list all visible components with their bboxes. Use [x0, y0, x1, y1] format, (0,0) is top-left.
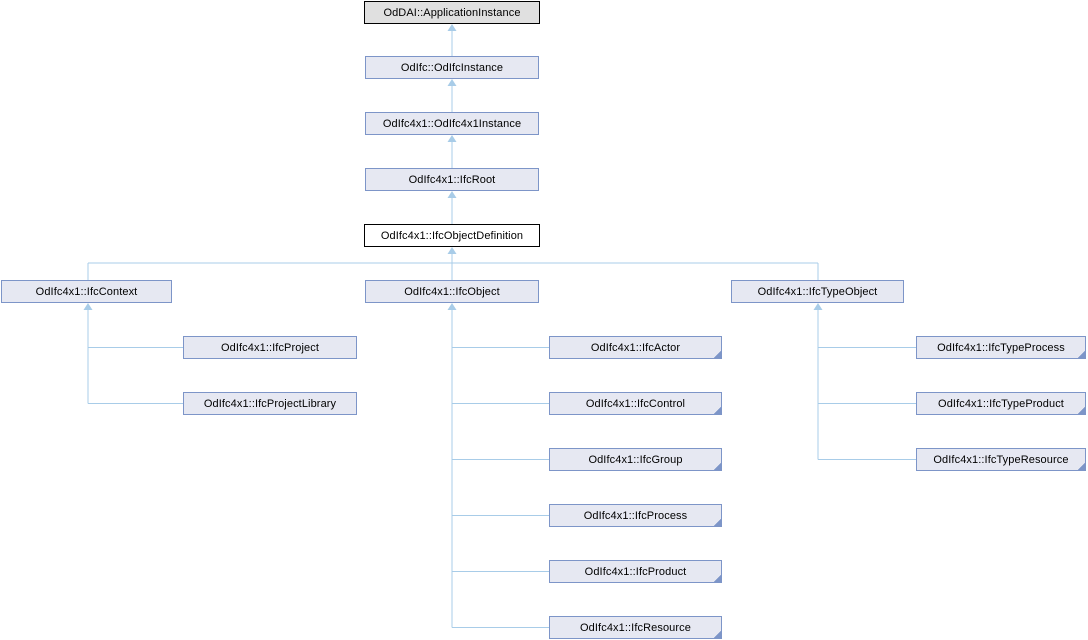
- class-node-ifctypeprocess[interactable]: OdIfc4x1::IfcTypeProcess: [916, 336, 1086, 359]
- class-node-label: OdIfc4x1::IfcProject: [221, 341, 319, 354]
- inheritance-arrowhead-icon: [447, 247, 457, 254]
- inheritance-arrowhead-icon: [447, 191, 457, 198]
- class-node-label: OdIfc4x1::IfcObjectDefinition: [380, 229, 524, 242]
- class-node-ifcprojectlibrary[interactable]: OdIfc4x1::IfcProjectLibrary: [183, 392, 357, 415]
- class-node-ifcobject[interactable]: OdIfc4x1::IfcObject: [365, 280, 539, 303]
- class-node-ifccontext[interactable]: OdIfc4x1::IfcContext: [1, 280, 172, 303]
- class-node-label: OdIfc4x1::IfcProcess: [583, 509, 688, 522]
- class-node-ifcobjectdefinition[interactable]: OdIfc4x1::IfcObjectDefinition: [364, 224, 540, 247]
- class-node-label: OdIfc4x1::IfcActor: [590, 341, 681, 354]
- class-node-label: OdIfc4x1::IfcTypeResource: [933, 453, 1069, 466]
- class-node-label: OdIfc4x1::IfcObject: [404, 285, 500, 298]
- class-node-label: OdIfc4x1::IfcResource: [580, 621, 691, 634]
- class-node-ifcroot[interactable]: OdIfc4x1::IfcRoot: [365, 168, 539, 191]
- class-node-ifcproduct[interactable]: OdIfc4x1::IfcProduct: [549, 560, 722, 583]
- inheritance-arrowhead-icon: [447, 303, 457, 310]
- inheritance-arrowhead-icon: [813, 303, 823, 310]
- class-node-ifctyperesource[interactable]: OdIfc4x1::IfcTypeResource: [916, 448, 1086, 471]
- class-node-ifcgroup[interactable]: OdIfc4x1::IfcGroup: [549, 448, 722, 471]
- inheritance-arrowhead-icon: [447, 79, 457, 86]
- class-node-odifc4x1instance[interactable]: OdIfc4x1::OdIfc4x1Instance: [365, 112, 539, 135]
- class-node-label: OdIfc4x1::IfcTypeProcess: [937, 341, 1065, 354]
- class-node-label: OdIfc4x1::IfcRoot: [408, 173, 496, 186]
- class-node-label: OdDAI::ApplicationInstance: [383, 6, 521, 19]
- class-node-label: OdIfc4x1::IfcTypeObject: [757, 285, 878, 298]
- class-node-label: OdIfc4x1::OdIfc4x1Instance: [382, 117, 522, 130]
- class-node-ifctypeproduct[interactable]: OdIfc4x1::IfcTypeProduct: [916, 392, 1086, 415]
- class-node-label: OdIfc::OdIfcInstance: [400, 61, 504, 74]
- class-node-label: OdIfc4x1::IfcGroup: [588, 453, 683, 466]
- class-node-ifcproject[interactable]: OdIfc4x1::IfcProject: [183, 336, 357, 359]
- class-node-label: OdIfc4x1::IfcTypeProduct: [938, 397, 1064, 410]
- class-node-label: OdIfc4x1::IfcProduct: [584, 565, 687, 578]
- class-node-label: OdIfc4x1::IfcContext: [35, 285, 138, 298]
- inheritance-arrowhead-icon: [83, 303, 93, 310]
- class-node-label: OdIfc4x1::IfcProjectLibrary: [203, 397, 337, 410]
- class-node-ifccontrol[interactable]: OdIfc4x1::IfcControl: [549, 392, 722, 415]
- class-node-odifcinstance[interactable]: OdIfc::OdIfcInstance: [365, 56, 539, 79]
- class-node-label: OdIfc4x1::IfcControl: [585, 397, 686, 410]
- inheritance-arrowhead-icon: [447, 24, 457, 31]
- inheritance-arrowhead-icon: [447, 135, 457, 142]
- class-node-ifcresource[interactable]: OdIfc4x1::IfcResource: [549, 616, 722, 639]
- class-node-ifctypeobject[interactable]: OdIfc4x1::IfcTypeObject: [731, 280, 904, 303]
- class-node-ifcprocess[interactable]: OdIfc4x1::IfcProcess: [549, 504, 722, 527]
- class-node-applicationinstance[interactable]: OdDAI::ApplicationInstance: [364, 1, 540, 24]
- class-node-ifcactor[interactable]: OdIfc4x1::IfcActor: [549, 336, 722, 359]
